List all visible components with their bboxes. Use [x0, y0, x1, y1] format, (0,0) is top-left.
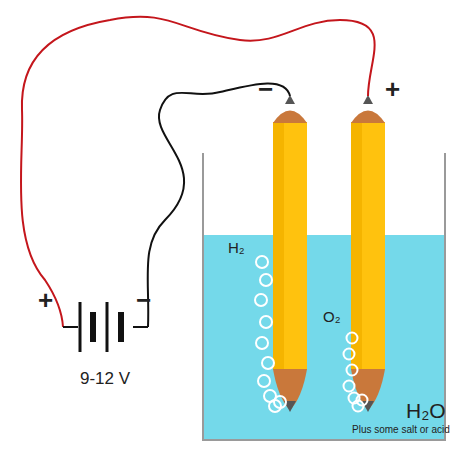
- note-label: Plus some salt or acid: [352, 425, 450, 435]
- polarity-sign: −: [136, 287, 151, 313]
- gas-label: H₂: [228, 240, 245, 255]
- gas-label: O₂: [323, 309, 341, 324]
- water: [203, 235, 445, 440]
- polarity-sign: +: [38, 287, 53, 313]
- voltage-label: 9-12 V: [80, 370, 130, 387]
- pencil-cathode: [273, 95, 307, 412]
- gas-bubbles: [255, 256, 368, 412]
- battery-symbol: [63, 302, 148, 352]
- black-wire: [148, 83, 290, 327]
- red-wire: [21, 17, 375, 327]
- water-label: H₂O: [406, 400, 446, 421]
- beaker: [203, 153, 445, 440]
- polarity-sign: +: [385, 76, 400, 102]
- polarity-sign: −: [258, 76, 273, 102]
- pencil-anode: [351, 95, 385, 412]
